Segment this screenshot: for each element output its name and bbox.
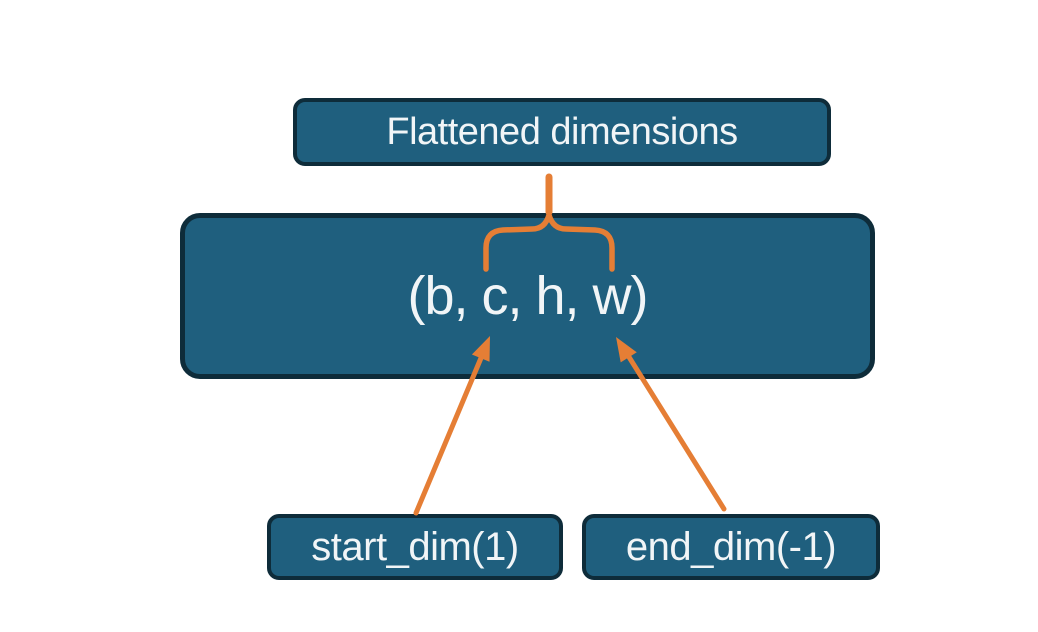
tensor-shape-label: (b, c, h, w) bbox=[407, 266, 648, 326]
start-dim-box: start_dim(1) bbox=[267, 514, 563, 580]
end-dim-box: end_dim(-1) bbox=[582, 514, 880, 580]
flattened-dimensions-box: Flattened dimensions bbox=[293, 98, 831, 166]
tensor-shape-box: (b, c, h, w) bbox=[180, 213, 875, 379]
start-dim-label: start_dim(1) bbox=[311, 524, 519, 569]
flattened-dimensions-label: Flattened dimensions bbox=[386, 110, 738, 153]
end-dim-label: end_dim(-1) bbox=[625, 524, 837, 569]
